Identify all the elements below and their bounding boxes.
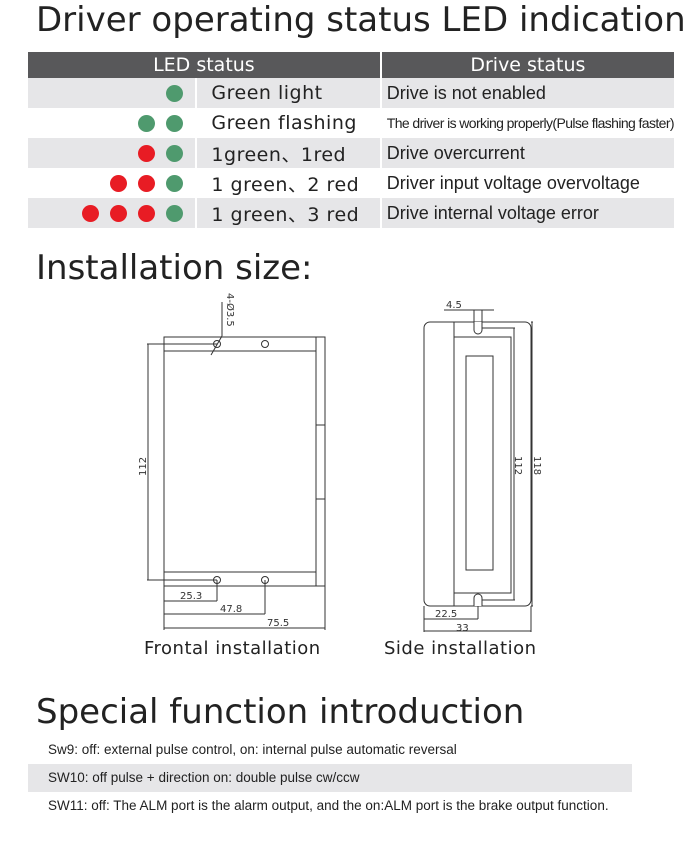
- led-indicators: [28, 168, 198, 198]
- dim-side-depth: 33: [456, 623, 469, 634]
- header-led-status: LED status: [28, 52, 382, 78]
- red-led-icon: [138, 175, 156, 192]
- front-caption: Frontal installation: [144, 638, 321, 659]
- green-led-icon: [138, 115, 156, 132]
- led-description: 1 green、2 red: [196, 168, 382, 198]
- dim-front-height: 112: [138, 457, 149, 476]
- red-led-icon: [110, 205, 128, 222]
- dim-front-d2: 47.8: [220, 604, 242, 615]
- led-description: Green light: [196, 78, 382, 108]
- green-led-icon: [166, 115, 184, 132]
- drive-status: Drive overcurrent: [380, 138, 677, 168]
- special-item: SW11: off: The ALM port is the alarm out…: [48, 798, 609, 813]
- red-led-icon: [82, 205, 100, 222]
- page-title: Driver operating status LED indication: [36, 0, 686, 40]
- dim-side-h1: 112: [512, 456, 523, 475]
- led-description: 1green、1red: [196, 138, 382, 168]
- led-indicators: [28, 198, 198, 228]
- red-led-icon: [138, 145, 156, 162]
- dim-front-d1: 25.3: [180, 591, 202, 602]
- green-led-icon: [166, 85, 184, 102]
- led-indicators: [28, 108, 198, 138]
- green-led-icon: [166, 175, 184, 192]
- special-item: SW10: off pulse + direction on: double p…: [28, 764, 632, 792]
- led-indicators: [28, 78, 198, 108]
- green-led-icon: [166, 145, 184, 162]
- front-view: [147, 302, 326, 630]
- side-view: [423, 309, 533, 632]
- drive-status: The driver is working properly(Pulse fla…: [380, 108, 677, 138]
- dim-side-h2: 118: [531, 456, 542, 475]
- dim-side-slot: 4.5: [446, 300, 462, 311]
- red-led-icon: [110, 175, 128, 192]
- dim-side-d1: 22.5: [435, 609, 457, 620]
- led-indicators: [28, 138, 198, 168]
- green-led-icon: [166, 205, 184, 222]
- led-description: Green flashing: [196, 108, 382, 138]
- dim-front-width: 75.5: [267, 618, 289, 629]
- installation-title: Installation size:: [36, 248, 313, 288]
- drive-status: Drive is not enabled: [380, 78, 677, 108]
- drive-status: Drive internal voltage error: [380, 198, 677, 228]
- side-caption: Side installation: [384, 638, 537, 659]
- header-drive-status: Drive status: [380, 52, 677, 78]
- special-item: Sw9: off: external pulse control, on: in…: [48, 742, 457, 757]
- red-led-icon: [138, 205, 156, 222]
- drive-status: Driver input voltage overvoltage: [380, 168, 677, 198]
- special-title: Special function introduction: [36, 692, 525, 732]
- dim-hole: 4-Ø3.5: [224, 293, 236, 327]
- led-description: 1 green、3 red: [196, 198, 382, 228]
